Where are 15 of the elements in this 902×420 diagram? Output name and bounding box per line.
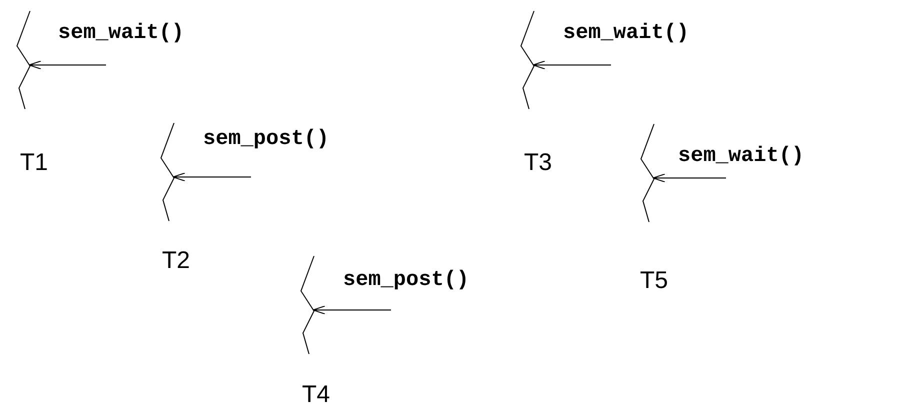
thread-label: T4 <box>302 382 330 408</box>
function-call-text: sem_wait() <box>678 145 804 170</box>
arrow <box>312 306 392 314</box>
arrow <box>652 174 726 182</box>
thread-label: T2 <box>162 248 190 274</box>
function-call-text: sem_wait() <box>58 22 184 47</box>
thread-label: T1 <box>20 150 48 176</box>
thread-label: T5 <box>640 268 668 294</box>
function-call-text: sem_wait() <box>563 22 690 47</box>
thread-label: T3 <box>524 150 552 176</box>
function-call-text: sem_post() <box>203 128 330 153</box>
arrow <box>28 60 106 70</box>
arrow <box>172 172 252 182</box>
function-call-text: sem_post() <box>343 269 470 294</box>
arrow <box>532 60 612 70</box>
